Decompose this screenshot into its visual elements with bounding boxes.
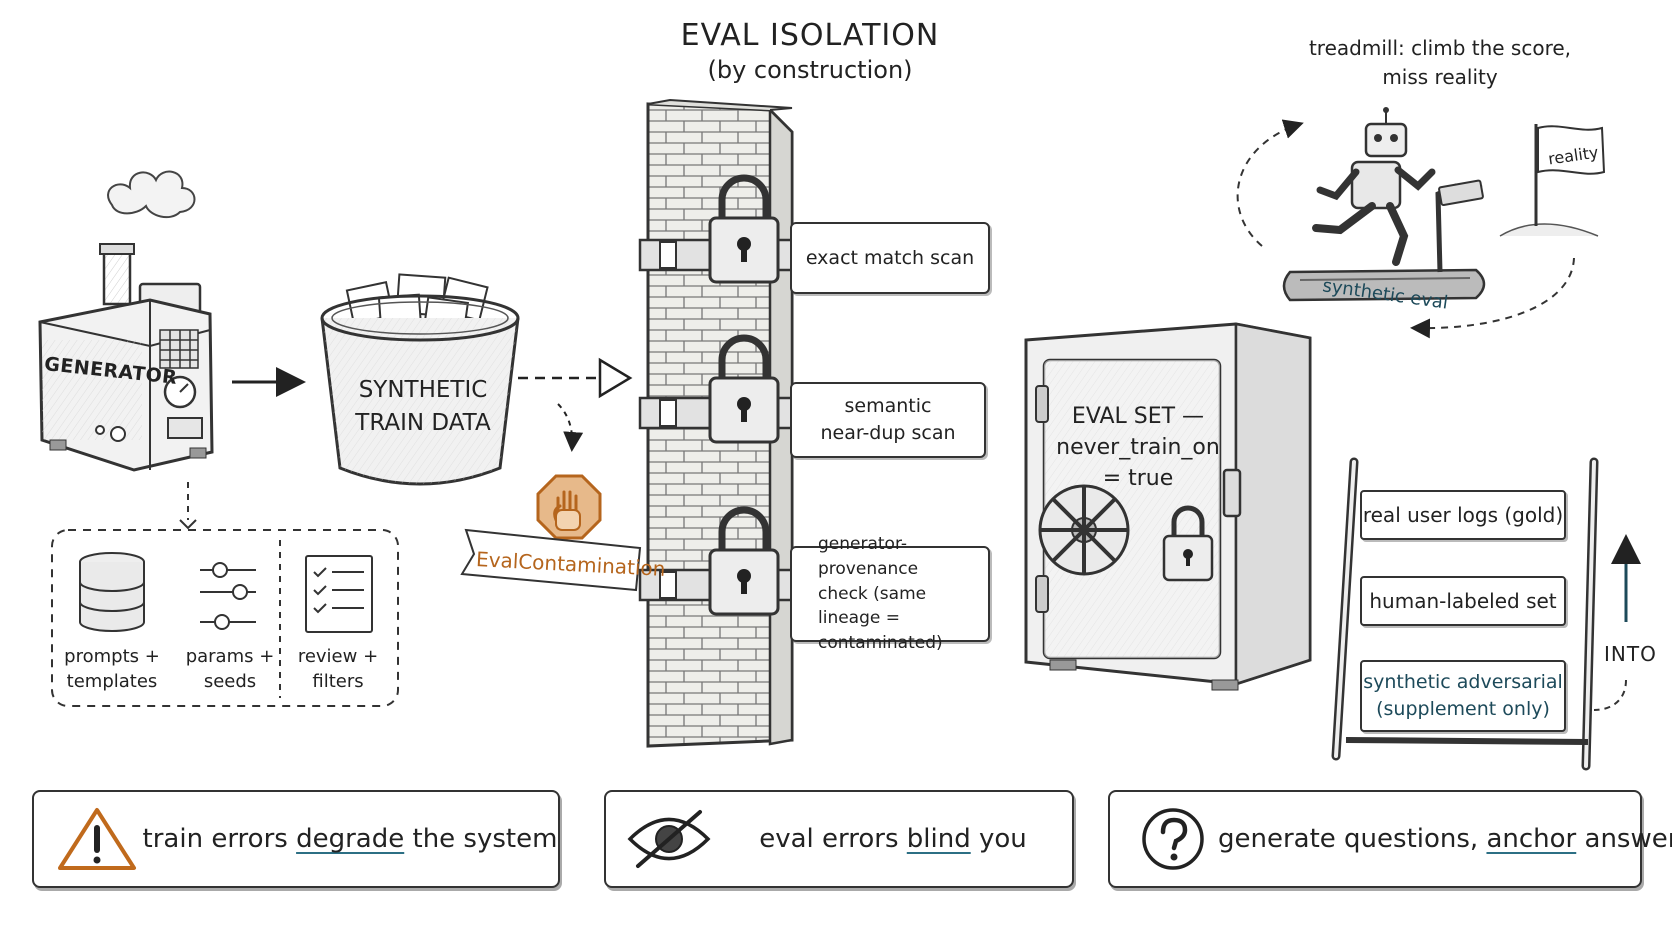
input-caption-prompts: prompts + templates <box>64 646 160 693</box>
ladder-rung-synthetic-line2: (supplement only) <box>1376 698 1550 720</box>
scan-provenance-line3: contaminated) <box>818 632 943 653</box>
takeaway-train-errors: train errors degrade the system <box>32 790 560 888</box>
vault-label-line1: EVAL SET — <box>1071 404 1205 429</box>
takeaway-eval-post: you <box>970 824 1027 854</box>
page-subtitle: (by construction) <box>707 56 913 84</box>
page-title: EVAL ISOLATION <box>680 18 940 53</box>
takeaway-generate-key: anchor <box>1486 824 1577 854</box>
takeaway-train-key: degrade <box>296 824 405 854</box>
takeaway-generate-text: generate questions, anchor answers <box>1218 824 1672 854</box>
takeaway-train-pre: train errors <box>142 824 297 854</box>
takeaway-eval-errors: eval errors blind you <box>604 790 1074 888</box>
ladder-rung-human-labeled: human-labeled set <box>1360 576 1566 626</box>
treadmill-note-line1: treadmill: climb the score, <box>1308 36 1572 60</box>
treadmill-note-line2: miss reality <box>1382 65 1498 89</box>
scan-provenance-line1: generator-provenance <box>818 534 919 580</box>
bucket-label-line2: TRAIN DATA <box>355 410 491 437</box>
takeaway-generate-post: answers <box>1584 824 1672 854</box>
generator-inputs-box <box>51 529 399 707</box>
takeaway-train-post: the system <box>404 824 558 854</box>
train-data-bucket <box>320 273 520 486</box>
takeaway-eval-key: blind <box>906 824 971 854</box>
question-icon <box>1142 808 1204 870</box>
lock-exact-match <box>638 174 800 284</box>
into-label: INTO <box>1604 642 1657 666</box>
sliders-icon <box>200 562 256 630</box>
scan-exact-match: exact match scan <box>790 222 990 294</box>
scan-provenance-line2: check (same lineage = <box>818 583 927 629</box>
generator-machine <box>38 170 214 472</box>
treadmill-scene <box>1236 107 1606 339</box>
takeaway-generate-pre: generate questions, <box>1218 824 1487 854</box>
input-caption-params: params + seeds <box>185 646 275 693</box>
lock-provenance <box>638 506 800 616</box>
ladder-rung-real-logs: real user logs (gold) <box>1360 490 1566 540</box>
scan-provenance: generator-provenance check (same lineage… <box>790 534 990 653</box>
bucket-label-line1: SYNTHETIC <box>358 377 488 403</box>
input-caption-review: review + filters <box>297 646 379 693</box>
checklist-icon <box>305 555 373 633</box>
treadmill-note: treadmill: climb the score, miss reality <box>1290 34 1590 92</box>
vault-label-line3: = true <box>1102 465 1174 491</box>
takeaway-eval-pre: eval errors <box>759 824 907 854</box>
ladder-rung-synthetic: synthetic adversarial (supplement only) <box>1360 660 1566 732</box>
scan-semantic: semantic near-dup scan <box>790 382 986 458</box>
vault-label: EVAL SET — never_train_on = true <box>1048 402 1228 494</box>
scan-semantic-line1: semantic <box>844 395 932 418</box>
contamination-banner <box>460 528 642 592</box>
stop-hand-icon <box>536 474 602 540</box>
takeaway-train-errors-text: train errors degrade the system <box>142 824 558 854</box>
takeaway-generate-anchor: generate questions, anchor answers <box>1108 790 1672 888</box>
database-icon <box>79 552 145 632</box>
ladder <box>1331 457 1641 771</box>
warning-icon <box>58 808 136 870</box>
scan-semantic-line2: near-dup scan <box>820 422 956 444</box>
eval-vault <box>1024 322 1312 691</box>
vault-label-line2: never_train_on <box>1056 434 1220 460</box>
takeaway-eval-errors-text: eval errors blind you <box>714 824 1072 854</box>
bucket-label: SYNTHETIC TRAIN DATA <box>348 374 498 441</box>
ladder-rung-synthetic-line1: synthetic adversarial <box>1363 671 1563 694</box>
eye-slash-icon <box>627 810 711 868</box>
